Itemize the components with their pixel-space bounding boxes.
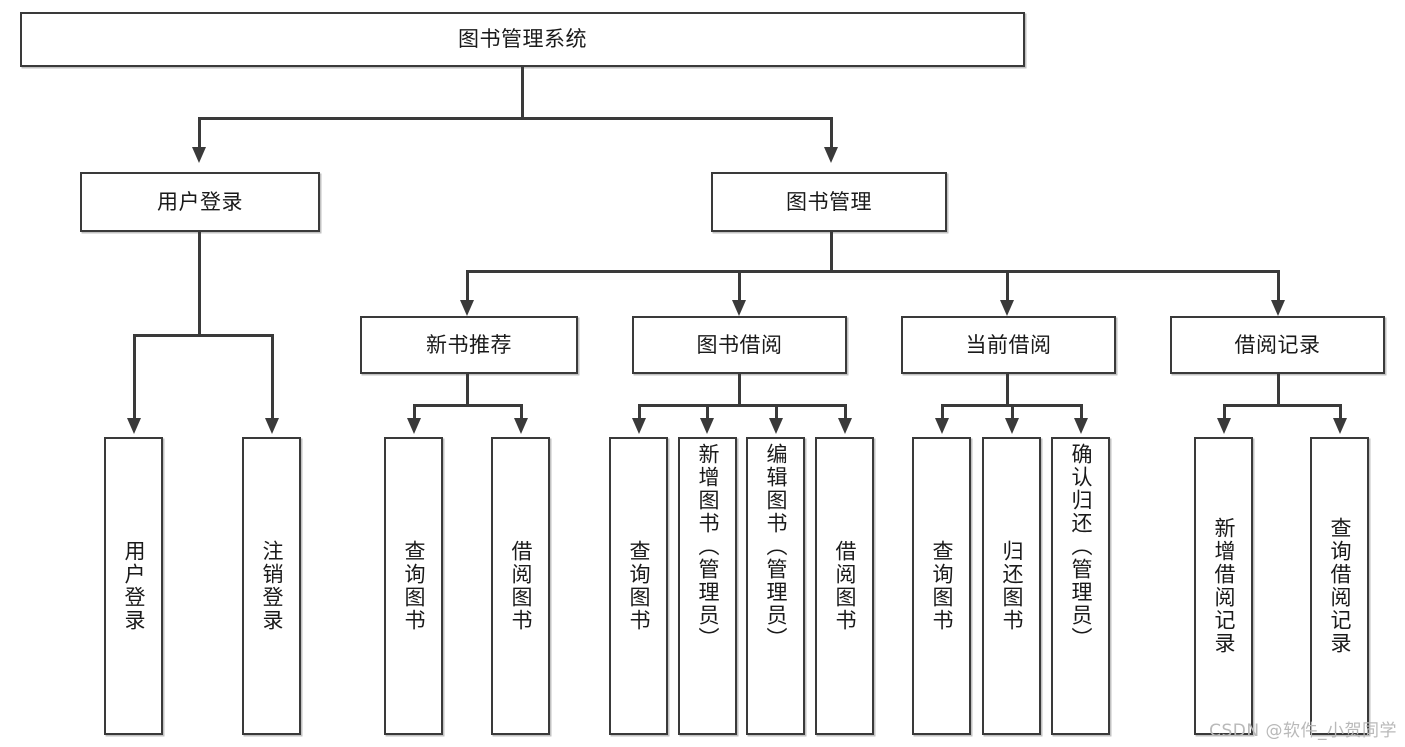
node-new-book-recommend-label: 新书推荐 — [426, 332, 512, 357]
connector-bb-drop-2 — [706, 404, 709, 418]
arrowhead-leaf-query-book-3 — [935, 418, 949, 434]
connector-user-login-drop-2 — [271, 334, 274, 418]
connector-user-login-stem — [198, 232, 201, 336]
node-current-borrow[interactable]: 当前借阅 — [901, 316, 1116, 374]
leaf-confirm-return[interactable]: 确认归还（管理员） — [1051, 437, 1110, 735]
node-current-borrow-label: 当前借阅 — [965, 332, 1052, 357]
connector-br-drop-1 — [1223, 404, 1226, 418]
leaf-borrow-book-2-label: 借阅图书 — [833, 540, 857, 632]
arrowhead-leaf-borrow-book-1 — [514, 418, 528, 434]
arrowhead-leaf-add-book — [700, 418, 714, 434]
arrowhead-current-borrow — [1000, 300, 1014, 316]
connector-bb-drop-4 — [844, 404, 847, 418]
connector-nbr-drop-1 — [413, 404, 416, 418]
arrowhead-book-borrow — [732, 300, 746, 316]
node-borrow-record[interactable]: 借阅记录 — [1170, 316, 1385, 374]
node-book-manage[interactable]: 图书管理 — [711, 172, 947, 232]
connector-level2-bus — [466, 270, 1279, 273]
leaf-query-book-2-label: 查询图书 — [627, 540, 651, 632]
arrowhead-leaf-edit-book — [769, 418, 783, 434]
node-user-login-label: 用户登录 — [157, 189, 243, 214]
node-borrow-record-label: 借阅记录 — [1234, 332, 1321, 357]
leaf-add-book-label: 新增图书（管理员） — [696, 443, 720, 650]
connector-user-login-drop-1 — [133, 334, 136, 418]
connector-book-borrow-stem — [738, 374, 741, 406]
connector-borrow-record-stem — [1277, 374, 1280, 406]
leaf-add-record-label: 新增借阅记录 — [1212, 517, 1236, 655]
leaf-return-book[interactable]: 归还图书 — [982, 437, 1041, 735]
node-book-borrow[interactable]: 图书借阅 — [632, 316, 847, 374]
arrowhead-borrow-record — [1271, 300, 1285, 316]
leaf-query-book-2[interactable]: 查询图书 — [609, 437, 668, 735]
connector-to-current-borrow — [1006, 270, 1009, 300]
connector-book-borrow-bus — [638, 404, 844, 407]
connector-root-stem — [521, 67, 524, 118]
node-book-borrow-label: 图书借阅 — [696, 332, 783, 357]
connector-cb-drop-1 — [941, 404, 944, 418]
leaf-user-login-label: 用户登录 — [122, 540, 146, 632]
connector-to-user-login — [198, 117, 201, 147]
node-root[interactable]: 图书管理系统 — [20, 12, 1025, 67]
connector-nbr-drop-2 — [520, 404, 523, 418]
arrowhead-user-login — [192, 147, 206, 163]
connector-cb-drop-3 — [1080, 404, 1083, 418]
arrowhead-leaf-query-record — [1333, 418, 1347, 434]
connector-book-manage-stem — [830, 232, 833, 272]
leaf-edit-book-label: 编辑图书（管理员） — [764, 443, 788, 650]
leaf-add-record[interactable]: 新增借阅记录 — [1194, 437, 1253, 735]
leaf-query-book-1[interactable]: 查询图书 — [384, 437, 443, 735]
leaf-query-record-label: 查询借阅记录 — [1328, 517, 1352, 655]
arrowhead-leaf-borrow-book-2 — [838, 418, 852, 434]
connector-bb-drop-3 — [775, 404, 778, 418]
leaf-edit-book[interactable]: 编辑图书（管理员） — [746, 437, 805, 735]
leaf-query-book-1-label: 查询图书 — [402, 540, 426, 632]
node-new-book-recommend[interactable]: 新书推荐 — [360, 316, 578, 374]
connector-bb-drop-1 — [638, 404, 641, 418]
connector-to-book-manage — [830, 117, 833, 147]
connector-to-new-book-recommend — [466, 270, 469, 300]
node-root-label: 图书管理系统 — [458, 27, 587, 52]
connector-new-book-recommend-bus — [413, 404, 520, 407]
leaf-confirm-return-label: 确认归还（管理员） — [1069, 443, 1093, 650]
csdn-watermark: CSDN @软件_小贺同学 — [1209, 721, 1397, 741]
leaf-add-book[interactable]: 新增图书（管理员） — [678, 437, 737, 735]
leaf-borrow-book-1-label: 借阅图书 — [509, 540, 533, 632]
arrowhead-book-manage — [824, 147, 838, 163]
connector-borrow-record-bus — [1223, 404, 1339, 407]
connector-to-borrow-record — [1277, 270, 1280, 300]
connector-to-book-borrow — [738, 270, 741, 300]
connector-user-login-bus — [133, 334, 273, 337]
arrowhead-new-book-recommend — [460, 300, 474, 316]
arrowhead-leaf-add-record — [1217, 418, 1231, 434]
node-book-manage-label: 图书管理 — [786, 189, 872, 214]
leaf-query-record[interactable]: 查询借阅记录 — [1310, 437, 1369, 735]
connector-new-book-recommend-stem — [466, 374, 469, 406]
arrowhead-leaf-user-login — [127, 418, 141, 434]
leaf-return-book-label: 归还图书 — [1000, 540, 1024, 632]
arrowhead-leaf-confirm-return — [1074, 418, 1088, 434]
leaf-query-book-3[interactable]: 查询图书 — [912, 437, 971, 735]
leaf-borrow-book-2[interactable]: 借阅图书 — [815, 437, 874, 735]
arrowhead-leaf-logout — [265, 418, 279, 434]
arrowhead-leaf-query-book-2 — [632, 418, 646, 434]
node-user-login[interactable]: 用户登录 — [80, 172, 320, 232]
leaf-logout[interactable]: 注销登录 — [242, 437, 301, 735]
leaf-query-book-3-label: 查询图书 — [930, 540, 954, 632]
arrowhead-leaf-query-book-1 — [407, 418, 421, 434]
connector-cb-drop-2 — [1011, 404, 1014, 418]
leaf-logout-label: 注销登录 — [260, 540, 284, 632]
connector-level1-bus — [198, 117, 832, 120]
leaf-borrow-book-1[interactable]: 借阅图书 — [491, 437, 550, 735]
leaf-user-login[interactable]: 用户登录 — [104, 437, 163, 735]
arrowhead-leaf-return-book — [1005, 418, 1019, 434]
connector-br-drop-2 — [1339, 404, 1342, 418]
connector-current-borrow-bus — [941, 404, 1080, 407]
connector-current-borrow-stem — [1006, 374, 1009, 406]
